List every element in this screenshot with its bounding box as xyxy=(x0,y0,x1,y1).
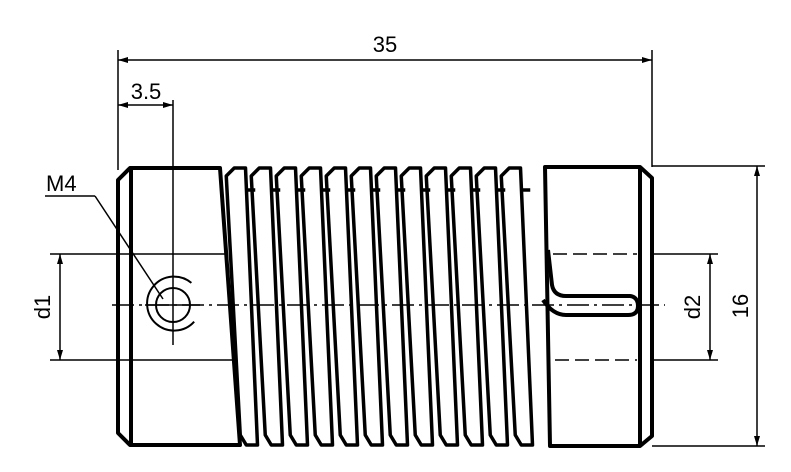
coil xyxy=(474,166,510,447)
coil xyxy=(374,166,410,447)
screw-hole-m4 xyxy=(145,100,200,345)
coil xyxy=(274,166,310,447)
dim-overall-length xyxy=(117,50,653,170)
coil xyxy=(499,166,535,447)
coil xyxy=(249,166,285,447)
dim-outer-diameter xyxy=(652,165,765,447)
dim-16-label: 16 xyxy=(728,294,753,318)
coil xyxy=(299,166,335,447)
dim-35-label: 35 xyxy=(373,32,397,57)
left-hub xyxy=(116,166,242,447)
m4-leader xyxy=(45,195,164,300)
coil xyxy=(224,166,260,447)
coil xyxy=(399,166,435,447)
helical-coils xyxy=(224,166,535,447)
m4-label: M4 xyxy=(46,171,77,196)
d2-label: d2 xyxy=(680,295,705,319)
right-hub xyxy=(541,165,654,448)
d1-label: d1 xyxy=(30,295,55,319)
right-bore-lines xyxy=(553,253,718,361)
left-bore-lines xyxy=(50,253,236,361)
coil xyxy=(424,166,460,447)
dim-3-5-label: 3.5 xyxy=(131,79,162,104)
coil xyxy=(349,166,385,447)
coil xyxy=(324,166,360,447)
coil xyxy=(449,166,485,447)
slot xyxy=(541,249,640,317)
